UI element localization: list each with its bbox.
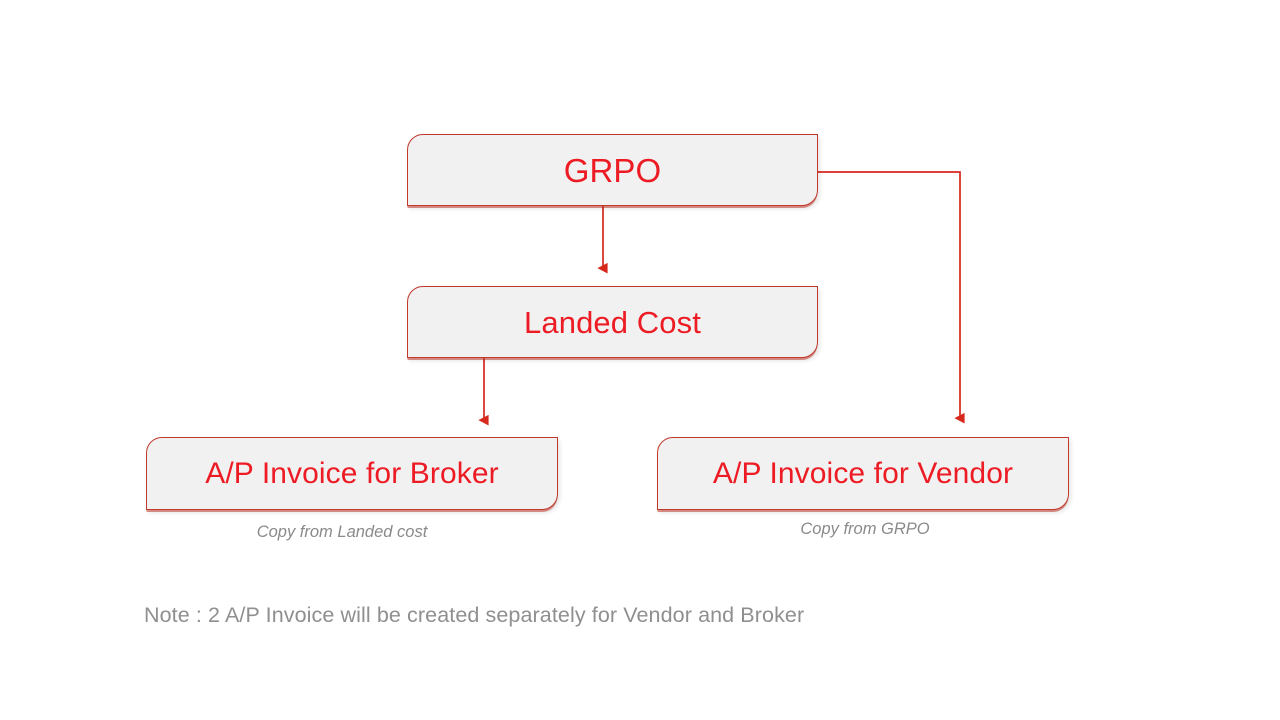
node-grpo-label: GRPO bbox=[563, 151, 662, 189]
caption-copy-from-landed-cost: Copy from Landed cost bbox=[256, 523, 428, 541]
node-ap-invoice-for-broker[interactable]: A/P Invoice for Broker bbox=[146, 437, 558, 510]
note-text: Note : 2 A/P Invoice will be created sep… bbox=[144, 603, 805, 627]
node-ap-invoice-for-vendor-label: A/P Invoice for Vendor bbox=[712, 456, 1014, 490]
node-ap-invoice-for-vendor[interactable]: A/P Invoice for Vendor bbox=[657, 437, 1069, 510]
node-ap-invoice-for-broker-label: A/P Invoice for Broker bbox=[205, 456, 499, 490]
node-grpo[interactable]: GRPO bbox=[407, 134, 818, 206]
connector-grpo-to-ap-vendor bbox=[818, 171, 965, 424]
caption-copy-from-grpo: Copy from GRPO bbox=[800, 520, 930, 538]
node-landed-cost[interactable]: Landed Cost bbox=[407, 286, 818, 358]
node-landed-cost-label: Landed Cost bbox=[524, 304, 701, 340]
